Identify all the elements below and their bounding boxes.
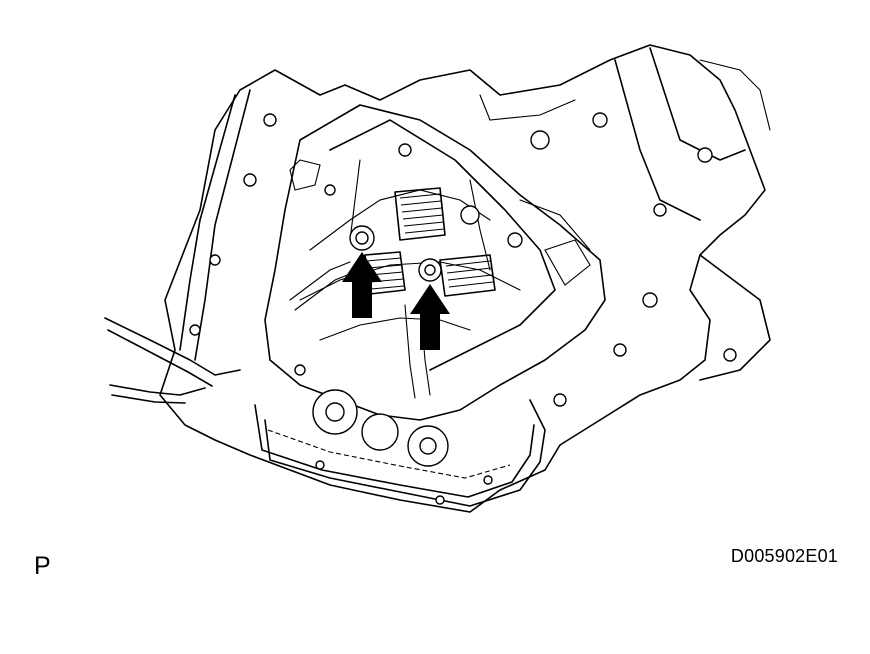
oil-pan-flange: [254, 399, 546, 507]
mount-hole: [243, 173, 257, 187]
bolt-holes: [189, 112, 737, 505]
mount-hole: [209, 254, 221, 266]
mount-hole: [294, 364, 306, 376]
mount-hole: [435, 495, 445, 505]
mount-hole: [697, 147, 713, 163]
mount-hole: [483, 475, 493, 485]
wire-harness: [104, 261, 356, 404]
mount-hole: [507, 232, 523, 248]
mount-hole: [642, 292, 658, 308]
mount-hole: [653, 203, 667, 217]
mount-hole: [530, 130, 550, 150]
valve-body: [264, 104, 606, 421]
mount-hole: [398, 143, 412, 157]
mount-hole: [460, 205, 480, 225]
pan-boss: [361, 413, 399, 451]
mount-hole: [324, 184, 336, 196]
drain-plug-inner: [325, 402, 345, 422]
figure-code: D005902E01: [730, 546, 838, 566]
mount-hole: [613, 343, 627, 357]
view-label: P: [34, 552, 51, 580]
mount-hole: [553, 393, 567, 407]
mount-hole: [189, 324, 201, 336]
mount-hole: [592, 112, 608, 128]
bolt-hole-inner: [424, 264, 436, 276]
mount-hole: [263, 113, 277, 127]
solenoid-block-upper: [394, 187, 446, 241]
solenoid-block-right: [439, 254, 496, 297]
arrow-up-icon: [342, 252, 382, 318]
mount-hole: [315, 460, 325, 470]
mount-hole: [723, 348, 737, 362]
arrow-up-icon: [410, 284, 450, 350]
bolt-hole-inner: [355, 231, 369, 245]
filler-plug-inner: [419, 437, 437, 455]
